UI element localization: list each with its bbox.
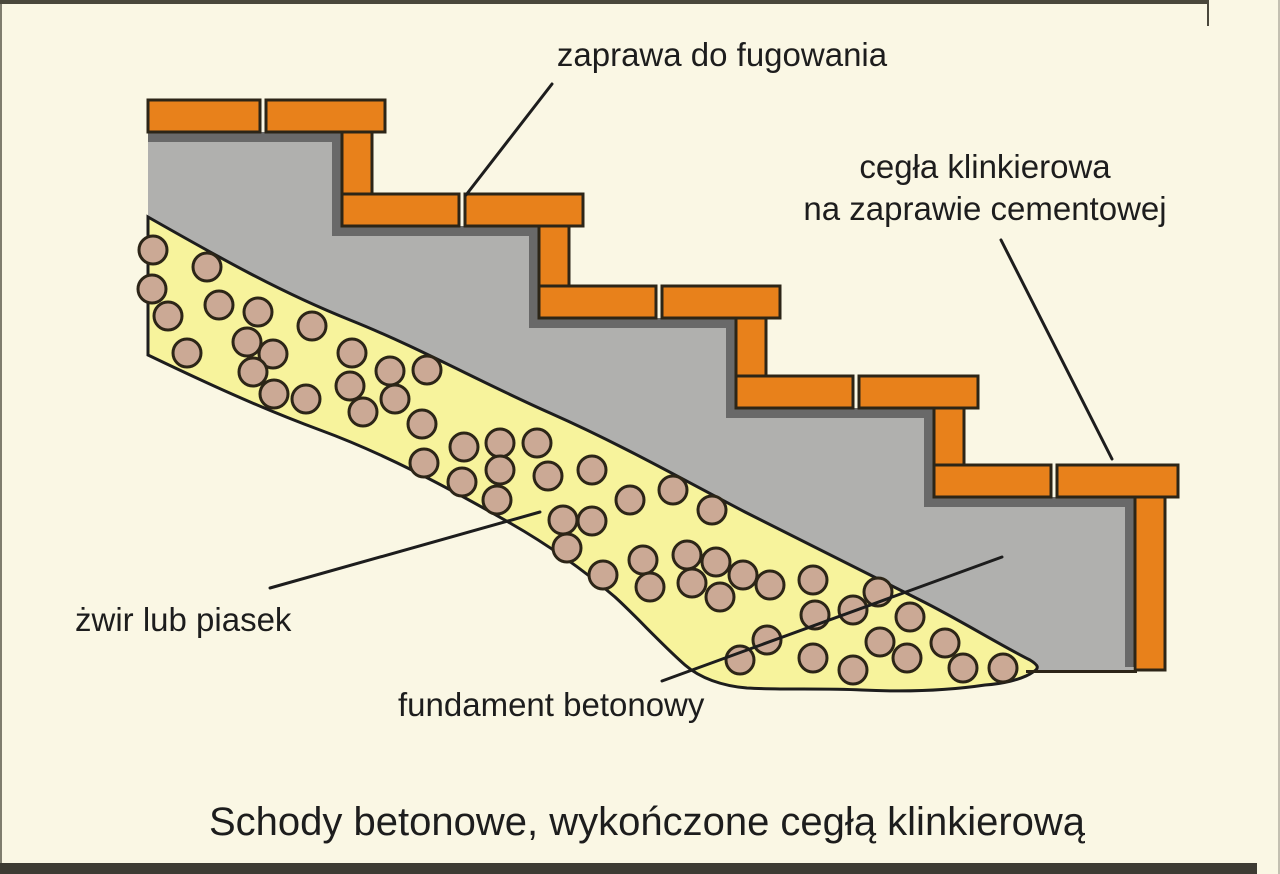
gravel-stone <box>864 626 896 658</box>
gravel-leader-line <box>268 510 542 590</box>
frame-left-strip <box>0 0 2 866</box>
gravel-stone <box>724 644 756 676</box>
gravel-stone <box>152 300 184 332</box>
gravel-stone <box>657 474 689 506</box>
riser-1-brick <box>340 130 374 196</box>
gravel-stone <box>484 427 516 459</box>
tread-3-brick-2 <box>660 284 782 320</box>
gravel-stone <box>481 484 513 516</box>
gravel-stone <box>347 396 379 428</box>
gravel-stone <box>136 273 168 305</box>
label-clinker-brick-line2: na zaprawie cementowej <box>803 190 1167 227</box>
cement-mortar-bed <box>148 132 1135 667</box>
gravel-stone <box>751 624 783 656</box>
label-gravel: żwir lub piasek <box>75 601 292 638</box>
gravel-stone <box>191 251 223 283</box>
gravel-stone <box>237 356 269 388</box>
gravel-stone <box>137 234 169 266</box>
riser-3-brick <box>734 316 768 378</box>
right-wall-brick <box>1133 495 1167 672</box>
gravel-stone <box>727 559 759 591</box>
tread-1-brick-2 <box>264 98 387 134</box>
frame-top-tick <box>1207 0 1209 26</box>
gravel-stone <box>627 544 659 576</box>
gravel-stone <box>336 337 368 369</box>
tread-2-brick-2 <box>463 192 585 228</box>
gravel-stone <box>576 454 608 486</box>
gravel-stone <box>231 326 263 358</box>
gravel-stone <box>379 383 411 415</box>
concrete-stair-body <box>148 132 1133 670</box>
brick-leader-line <box>999 238 1114 461</box>
gravel-stone <box>551 532 583 564</box>
label-clinker-brick-line1: cegła klinkierowa <box>859 148 1111 185</box>
gravel-stone <box>634 571 666 603</box>
gravel-stone <box>700 546 732 578</box>
frame-top-strip <box>0 0 1208 4</box>
gravel-stone <box>894 601 926 633</box>
label-foundation: fundament betonowy <box>398 686 705 723</box>
gravel-stone <box>171 337 203 369</box>
tread-3-brick-1 <box>537 284 658 320</box>
gravel-stone <box>334 370 366 402</box>
tread-4-brick-1 <box>734 374 855 410</box>
riser-2-brick <box>537 224 571 288</box>
gravel-stone <box>203 289 235 321</box>
gravel-stone <box>296 310 328 342</box>
riser-4-brick <box>932 406 966 467</box>
gravel-stone <box>576 505 608 537</box>
gravel-stone <box>797 642 829 674</box>
gravel-stone <box>929 627 961 659</box>
gravel-stone <box>411 354 443 386</box>
tread-2-brick-1 <box>340 192 461 228</box>
gravel-stone <box>704 581 736 613</box>
frame-right-strip <box>1278 0 1280 874</box>
gravel-stone <box>587 559 619 591</box>
gravel-stone <box>242 296 274 328</box>
gravel-stone <box>797 564 829 596</box>
gravel-stone <box>406 408 438 440</box>
gravel-stone <box>532 460 564 492</box>
label-clinker-brick: cegła klinkierowa na zaprawie cementowej <box>803 146 1166 230</box>
gravel-stone <box>257 338 289 370</box>
gravel-stone <box>696 494 728 526</box>
gravel-stone <box>408 447 440 479</box>
label-grout: zaprawa do fugowania <box>556 36 888 73</box>
gravel-stone <box>676 567 708 599</box>
frame-bottom-strip <box>0 863 1257 874</box>
gravel-stone <box>258 378 290 410</box>
gravel-stone <box>614 484 646 516</box>
tread-5-brick-2 <box>1055 463 1180 499</box>
gravel-stone <box>484 454 516 486</box>
gravel-stone <box>987 652 1019 684</box>
gravel-stone <box>754 569 786 601</box>
gravel-stone <box>448 431 480 463</box>
gravel-stone <box>446 466 478 498</box>
gravel-stone <box>547 504 579 536</box>
gravel-stone <box>891 642 923 674</box>
gravel-stone <box>947 652 979 684</box>
grout-leader-line <box>464 82 554 197</box>
gravel-stones <box>136 234 1019 686</box>
foundation-leader-line <box>660 555 1004 683</box>
tread-5-brick-1 <box>932 463 1053 499</box>
gravel-stone <box>837 654 869 686</box>
gravel-stone <box>374 355 406 387</box>
tread-4-brick-2 <box>857 374 980 410</box>
gravel-stone <box>671 539 703 571</box>
gravel-stone <box>521 427 553 459</box>
gravel-stone <box>290 383 322 415</box>
tread-1-brick-1 <box>146 98 262 134</box>
figure-caption: Schody betonowe, wykończone cegłą klinki… <box>208 800 1086 844</box>
